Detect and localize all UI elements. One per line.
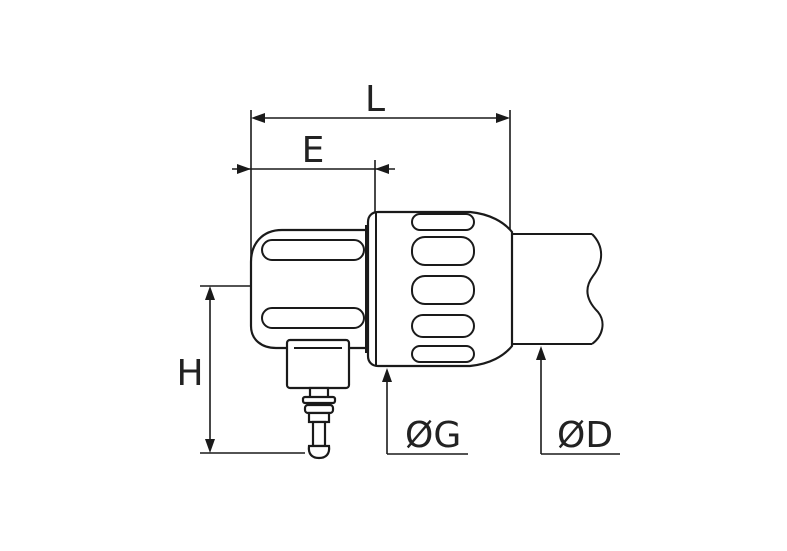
stem-spigot: [307, 411, 331, 424]
nut-grip-slot-1: [411, 213, 475, 231]
dim-l-arrow-right: [496, 113, 510, 123]
dim-l-label: L: [365, 79, 385, 120]
stem-tip: [307, 444, 331, 460]
leader-g: ØG: [382, 368, 468, 456]
elbow-bottom-slot: [261, 307, 365, 329]
leader-g-arrow: [382, 368, 392, 382]
stem-pin: [311, 420, 327, 448]
pipe: [508, 233, 604, 345]
nut-grip-slot-5: [411, 345, 475, 363]
elbow-top-slot: [261, 239, 365, 261]
nut-grip-slot-4: [411, 314, 475, 338]
leader-d-arrow: [536, 346, 546, 360]
dim-e-arrow-right: [375, 164, 389, 174]
dim-h-label: H: [176, 353, 203, 394]
dim-e-label: E: [302, 130, 325, 171]
leader-d: ØD: [536, 346, 620, 456]
stem-washer-1: [301, 395, 337, 405]
nut-grip-slot-2: [411, 236, 475, 266]
dim-h-arrow-top: [205, 286, 215, 300]
stem-washer-2: [303, 403, 335, 415]
dim-l-arrow-left: [251, 113, 265, 123]
dimension-l: L: [250, 79, 511, 262]
outlet-stem: [285, 338, 351, 460]
dim-e-arrow-left: [237, 164, 251, 174]
dim-h-arrow-bottom: [205, 439, 215, 453]
elbow-body: [249, 228, 372, 350]
nut-grip-slot-3: [411, 275, 475, 305]
dim-d-label: ØD: [557, 415, 613, 456]
dimension-h: H: [176, 285, 305, 454]
union-nut: [365, 210, 514, 368]
pipe-break-line: [586, 233, 604, 345]
dimension-e: E: [232, 130, 395, 212]
dim-g-label: ØG: [405, 415, 461, 456]
